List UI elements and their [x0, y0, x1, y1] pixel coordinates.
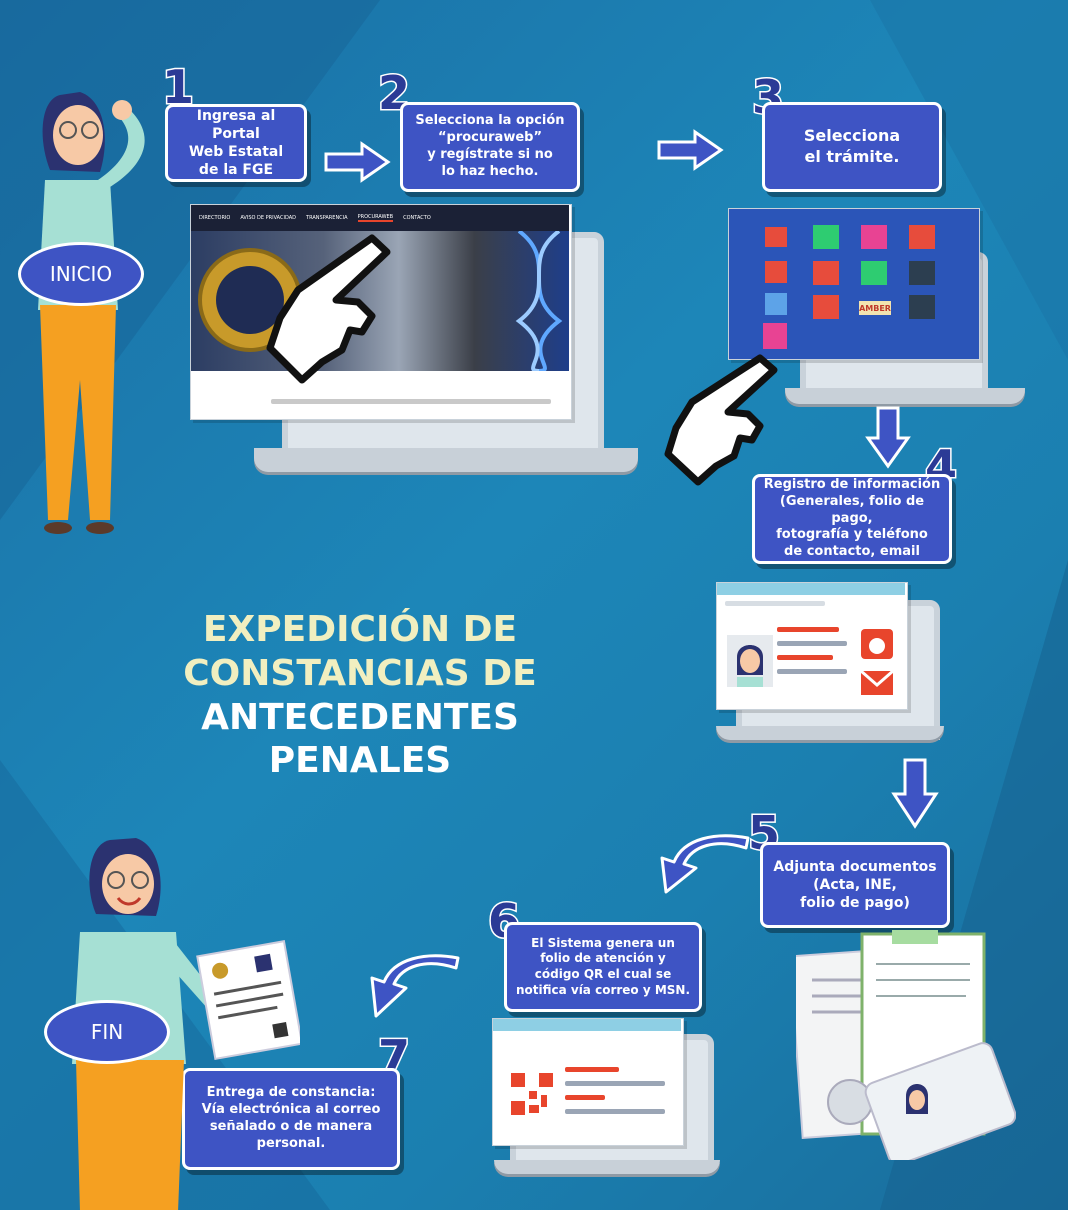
nav-item-transparencia[interactable]: TRANSPARENCIA — [306, 215, 348, 221]
envelope-icon — [860, 669, 894, 695]
form-url-bar — [725, 601, 825, 606]
arrow-curved-left-icon — [660, 834, 750, 894]
amber-badge: AMBER — [859, 301, 891, 315]
dna-icon — [515, 231, 563, 371]
tramites-grid — [763, 225, 935, 349]
website-nav: DIRECTORIO AVISO DE PRIVACIDAD TRANSPARE… — [191, 205, 569, 231]
website-footer-bar — [271, 399, 551, 404]
arrow-down-icon — [891, 758, 939, 829]
laptop-3-base — [716, 726, 944, 740]
arrow-right-icon — [324, 141, 391, 183]
avatar-icon — [727, 635, 773, 687]
qr-header-bar — [493, 1019, 681, 1031]
nav-item-aviso[interactable]: AVISO DE PRIVACIDAD — [240, 215, 297, 221]
step-7-box: Entrega de constancia: Vía electrónica a… — [182, 1068, 400, 1170]
title-line-3: ANTECEDENTES PENALES — [201, 697, 519, 782]
form-line — [777, 655, 833, 660]
step-1-number: 1 — [160, 60, 195, 114]
arrow-curved-left-icon — [370, 954, 460, 1018]
title-line-2: CONSTANCIAS DE — [183, 653, 537, 694]
form-line — [777, 669, 847, 674]
step-3-box: Selecciona el trámite. — [762, 102, 942, 192]
laptop-2-base — [785, 388, 1025, 404]
arrow-right-icon — [657, 129, 724, 171]
step-5-box: Adjunta documentos (Acta, INE, folio de … — [760, 842, 950, 928]
form-window — [716, 582, 908, 710]
certificate-document-icon — [796, 930, 1016, 1160]
qr-line — [565, 1081, 665, 1086]
nav-item-procuraweb[interactable]: PROCURAWEB — [357, 214, 394, 222]
laptop-4-base — [494, 1160, 720, 1174]
laptop-1-base — [254, 448, 638, 472]
title-line-1: EXPEDICIÓN DE — [202, 609, 518, 650]
qr-line — [565, 1095, 605, 1100]
arrow-down-icon — [865, 406, 911, 469]
form-header-bar — [717, 583, 905, 595]
nav-item-contacto[interactable]: CONTACTO — [403, 215, 431, 221]
phone-icon — [861, 629, 893, 659]
qr-line — [565, 1067, 619, 1072]
end-label: FIN — [44, 1000, 170, 1064]
step-1-box: Ingresa al Portal Web Estatal de la FGE — [165, 104, 307, 182]
qr-code-icon — [509, 1071, 555, 1117]
form-line — [777, 627, 839, 632]
nav-item-directorio[interactable]: DIRECTORIO — [199, 215, 231, 221]
hand-pointer-icon — [664, 354, 778, 486]
step-2-box: Selecciona la opción “procuraweb” y regí… — [400, 102, 580, 192]
start-label: INICIO — [18, 242, 144, 306]
qr-line — [565, 1109, 665, 1114]
hand-pointer-icon — [266, 234, 391, 384]
step-6-box: El Sistema genera un folio de atención y… — [504, 922, 702, 1012]
step-4-box: Registro de información (Generales, foli… — [752, 474, 952, 564]
tramites-window: AMBER — [728, 208, 980, 360]
woman-end-illustration — [72, 838, 300, 1210]
qr-window — [492, 1018, 684, 1146]
form-line — [777, 641, 847, 646]
